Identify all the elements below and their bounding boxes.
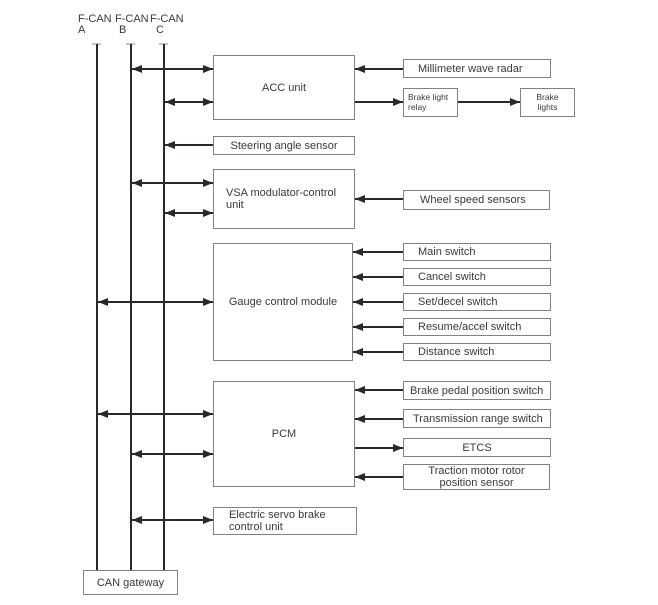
- node-pcm-label: PCM: [271, 428, 297, 440]
- node-cancel-switch: Cancel switch: [403, 268, 551, 286]
- node-wheel-label: Wheel speed sensors: [420, 194, 526, 206]
- bus-line-fcan-a: [96, 44, 98, 570]
- bus-line-fcan-c: [163, 44, 165, 570]
- node-brake-relay-label: Brake light relay: [408, 92, 449, 112]
- node-gauge-label: Gauge control module: [228, 296, 338, 308]
- bus-name-a: F-CAN: [78, 13, 112, 25]
- node-millimeter-wave-radar: Millimeter wave radar: [403, 59, 551, 78]
- arrow-radar-to-acc: [355, 65, 403, 73]
- arrow-bpps-to-pcm: [355, 386, 403, 394]
- node-vsa-modulator-control-unit: VSA modulator-control unit: [213, 169, 355, 229]
- node-resume-switch-label: Resume/accel switch: [418, 321, 522, 333]
- node-pcm: PCM: [213, 381, 355, 487]
- arrow-busA-gauge: [98, 298, 213, 306]
- arrow-pcm-to-etcs: [355, 444, 403, 452]
- node-set-switch-label: Set/decel switch: [418, 296, 498, 308]
- node-transmission-range-switch: Transmission range switch: [403, 409, 551, 428]
- node-distance-switch-label: Distance switch: [418, 346, 495, 358]
- arrow-busB-vsa: [132, 179, 213, 187]
- node-set-decel-switch: Set/decel switch: [403, 293, 551, 311]
- arrow-brake-relay-to-brake-lights: [458, 98, 520, 106]
- bus-letter-a: A: [78, 24, 86, 36]
- node-electric-servo-brake-control-unit: Electric servo brake control unit: [213, 507, 357, 535]
- node-cancel-switch-label: Cancel switch: [418, 271, 486, 283]
- node-distance-switch: Distance switch: [403, 343, 551, 361]
- node-bpps-label: Brake pedal position switch: [410, 384, 544, 397]
- arrow-busA-pcm: [98, 410, 213, 418]
- arrow-main-switch-to-gauge: [353, 248, 403, 256]
- node-brake-light-relay: Brake light relay: [403, 88, 458, 117]
- arrow-trs-to-pcm: [355, 415, 403, 423]
- bus-letter-b: B: [119, 24, 127, 36]
- arrow-busC-acc: [165, 98, 213, 106]
- node-brake-pedal-position-switch: Brake pedal position switch: [403, 381, 551, 400]
- node-etcs: ETCS: [403, 438, 551, 457]
- node-esb-label: Electric servo brake control unit: [229, 509, 326, 533]
- arrow-busB-esb: [132, 516, 213, 524]
- node-trs-label: Transmission range switch: [413, 412, 543, 425]
- node-acc-unit: ACC unit: [213, 55, 355, 120]
- node-gauge-control-module: Gauge control module: [213, 243, 353, 361]
- arrow-busB-acc: [132, 65, 213, 73]
- arrow-distance-switch-to-gauge: [353, 348, 403, 356]
- arrow-wheel-to-vsa: [355, 195, 403, 203]
- node-traction-label: Traction motor rotor position sensor: [428, 465, 525, 489]
- bus-line-fcan-b: [130, 44, 132, 570]
- bus-label-fcan-a: F-CAN A: [78, 14, 112, 36]
- bus-name-b: F-CAN: [115, 13, 149, 25]
- arrow-busC-vsa: [165, 209, 213, 217]
- node-steering-angle-sensor: Steering angle sensor: [213, 136, 355, 155]
- node-wheel-speed-sensors: Wheel speed sensors: [403, 190, 550, 210]
- node-brake-lights-label: Brake lights: [536, 92, 559, 112]
- node-traction-motor-rotor-position-sensor: Traction motor rotor position sensor: [403, 464, 550, 490]
- arrow-set-switch-to-gauge: [353, 298, 403, 306]
- node-radar-label: Millimeter wave radar: [418, 62, 523, 75]
- bus-letter-c: C: [156, 24, 164, 36]
- node-main-switch-label: Main switch: [418, 246, 476, 258]
- node-acc-unit-label: ACC unit: [261, 81, 307, 94]
- node-steering-angle-sensor-label: Steering angle sensor: [230, 139, 338, 152]
- arrow-busB-pcm: [132, 450, 213, 458]
- node-can-gateway-label: CAN gateway: [96, 576, 165, 589]
- arrow-cancel-switch-to-gauge: [353, 273, 403, 281]
- node-brake-lights: Brake lights: [520, 88, 575, 117]
- node-can-gateway: CAN gateway: [83, 570, 178, 595]
- bus-name-c: F-CAN: [150, 13, 184, 25]
- arrow-resume-switch-to-gauge: [353, 323, 403, 331]
- node-vsa-label: VSA modulator-control unit: [226, 187, 337, 211]
- arrow-traction-to-pcm: [355, 473, 403, 481]
- node-resume-accel-switch: Resume/accel switch: [403, 318, 551, 336]
- bus-label-fcan-b: F-CAN B: [115, 14, 149, 36]
- node-etcs-label: ETCS: [462, 441, 492, 454]
- arrow-acc-to-brake-relay: [355, 98, 403, 106]
- arrow-steering-to-busC: [165, 141, 213, 149]
- node-main-switch: Main switch: [403, 243, 551, 261]
- bus-label-fcan-c: F-CAN C: [150, 14, 184, 36]
